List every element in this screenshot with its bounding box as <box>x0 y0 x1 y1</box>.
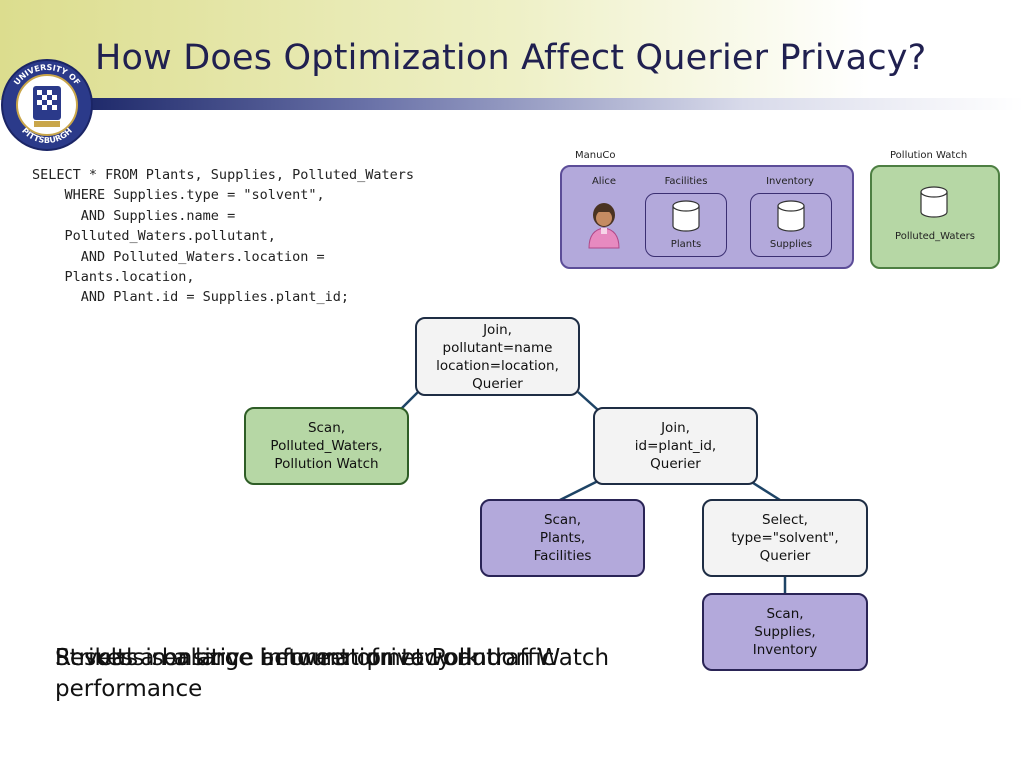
plants-db-label: Plants <box>670 239 702 250</box>
plan-node-select-solvent: Select, type="solvent", Querier <box>702 499 868 577</box>
sql-line: AND Supplies.name = <box>32 207 236 224</box>
sql-line: AND Plant.id = Supplies.plant_id; <box>32 289 349 306</box>
manuco-label: ManuCo <box>575 150 616 161</box>
plan-node-scan-supplies: Scan, Supplies, Inventory <box>702 593 868 671</box>
alice-label: Alice <box>591 176 617 187</box>
header-rule <box>90 98 1024 110</box>
plan-node-scan-polluted-waters: Scan, Polluted_Waters, Pollution Watch <box>244 407 409 485</box>
database-icon <box>920 186 948 218</box>
node-line: Facilities <box>533 548 592 564</box>
node-line: type="solvent", <box>731 530 839 546</box>
node-line: Querier <box>650 456 701 472</box>
plan-node-join-plant-id: Join, id=plant_id, Querier <box>593 407 758 485</box>
node-line: Join, <box>661 420 690 436</box>
node-line: id=plant_id, <box>634 438 717 454</box>
node-line: location=location, <box>436 357 559 374</box>
node-line: Pollution Watch <box>274 456 379 472</box>
facilities-label: Facilities <box>664 176 708 187</box>
sql-line: SELECT * FROM Plants, Supplies, Polluted… <box>32 167 415 183</box>
university-seal-logo: UNIVERSITY OF PITTSBURGH <box>1 59 93 151</box>
node-line: Scan, <box>307 420 346 436</box>
node-line: Scan, <box>543 512 582 528</box>
bullet-text-overlay-3: Reveals sensitive information to Polluti… <box>55 645 610 671</box>
supplies-db-label: Supplies <box>769 239 813 250</box>
node-line: Join, <box>483 321 512 338</box>
alice-person-icon <box>588 203 620 249</box>
sql-line: WHERE Supplies.type = "solvent", <box>32 187 325 204</box>
node-line: pollutant=name <box>442 339 553 356</box>
database-icon <box>777 200 805 232</box>
plan-node-root-join: Join, pollutant=name location=location, … <box>415 317 580 396</box>
slide-title: How Does Optimization Affect Querier Pri… <box>95 38 927 78</box>
sql-query: SELECT * FROM Plants, Supplies, Polluted… <box>32 165 414 308</box>
plan-node-scan-plants: Scan, Plants, Facilities <box>480 499 645 577</box>
database-icon <box>672 200 700 232</box>
node-line: Plants, <box>539 530 586 546</box>
node-line: Polluted_Waters, <box>270 438 383 454</box>
bullet-text-overlay-1: Strikes a balance between privacy and <box>55 645 502 671</box>
bullet-text-continuation: performance <box>55 676 203 702</box>
bullet-text-overlay-2: Results in a large amount of network tra… <box>55 645 555 671</box>
sql-line: Polluted_Waters.pollutant, <box>32 228 276 245</box>
polluted-waters-db-label: Polluted_Waters <box>895 231 975 242</box>
node-line: Querier <box>759 548 811 564</box>
sql-line: Plants.location, <box>32 269 195 286</box>
node-line: Supplies, <box>754 624 816 640</box>
header-background <box>0 0 1024 100</box>
sql-line: AND Polluted_Waters.location = <box>32 248 325 265</box>
node-line: Inventory <box>752 642 818 658</box>
node-line: Scan, <box>766 606 804 622</box>
node-line: Select, <box>762 512 808 528</box>
inventory-label: Inventory <box>766 176 814 187</box>
node-line: Querier <box>472 375 523 392</box>
pollution-watch-label: Pollution Watch <box>890 150 968 161</box>
